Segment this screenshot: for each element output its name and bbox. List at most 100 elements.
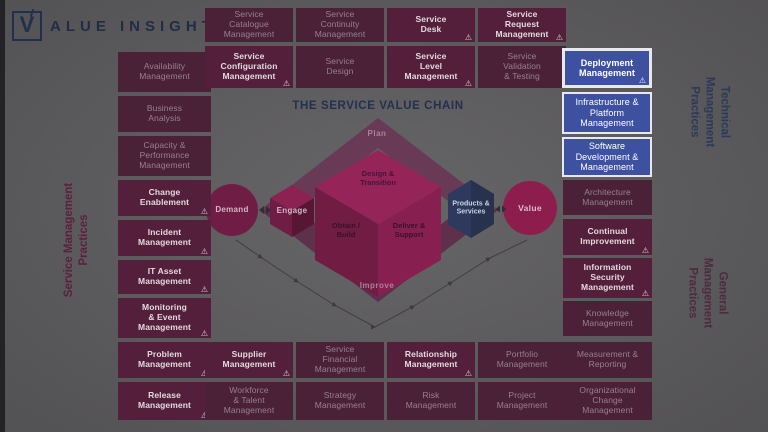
warning-icon: ⚠ (201, 370, 208, 378)
practice-problem-management: Problem Management ⚠ (118, 342, 211, 378)
practice-label: Infrastructure & Platform Management (575, 97, 639, 129)
demand-engage-arrows (259, 206, 271, 214)
practice-label: Knowledge Management (582, 307, 633, 328)
practice-label: Service Desk (415, 14, 447, 34)
products-services-label: Products & Services (452, 200, 490, 216)
practice-business-analysis: Business Analysis (118, 96, 211, 132)
practice-label: Architecture Management (582, 186, 633, 207)
warning-icon: ⚠ (282, 79, 290, 88)
label-technical-management-practices: Technical Management Practices (688, 76, 731, 148)
practice-label: Service Validation & Testing (503, 51, 541, 81)
practice-label: Problem Management (138, 349, 191, 369)
practice-service-design: Service Design (296, 46, 384, 88)
practice-measurement-reporting: Measurement & Reporting (563, 342, 652, 378)
practice-capacity-performance-management: Capacity & Performance Management (118, 136, 211, 176)
label-general-management-practices: General Management Practices (686, 257, 729, 329)
practice-architecture-management: Architecture Management (563, 180, 652, 215)
logo-text: ALUE INSIGHTS (50, 17, 231, 35)
improve-label: Improve (359, 281, 395, 291)
demand-label: Demand (215, 205, 249, 215)
practice-label: Availability Management (139, 61, 190, 81)
practice-label: Workforce & Talent Management (223, 385, 275, 415)
practice-service-catalogue-management: Service Catalogue Management (205, 8, 293, 42)
warning-icon: ⚠ (200, 207, 208, 216)
practice-workforce-talent-management: Workforce & Talent Management (205, 382, 293, 420)
deliver-support-label: Deliver & Support (392, 221, 426, 239)
practice-risk-management: Risk Management (387, 382, 475, 420)
practice-label: Risk Management (405, 390, 457, 410)
practice-label: Business Analysis (146, 103, 183, 123)
practice-continual-improvement: Continual Improvement ⚠ (563, 219, 652, 255)
practice-label: Service Request Management (495, 9, 549, 39)
practice-label: Software Development & Management (575, 141, 639, 173)
practice-label: Supplier Management (222, 349, 276, 369)
practice-label: Release Management (138, 390, 191, 410)
design-transition-label: Design & Transition (360, 169, 396, 187)
practice-supplier-management: Supplier Management ⚠ (205, 342, 293, 378)
warning-icon: ⚠ (200, 329, 208, 338)
practice-label: Service Catalogue Management (223, 9, 275, 39)
practice-organizational-change-management: Organizational Change Management (563, 382, 652, 420)
practice-release-management: Release Management ⚠ (118, 382, 211, 420)
practice-label: Service Design (325, 56, 355, 76)
warning-icon: ⚠ (641, 246, 649, 255)
practice-service-financial-management: Service Financial Management (296, 342, 384, 378)
practice-label: Capacity & Performance Management (139, 140, 190, 170)
practice-label: Project Management (496, 390, 548, 410)
practice-information-security-management: Information Security Management⚠ (563, 258, 652, 298)
practice-label: Change Enablement (139, 187, 190, 207)
practice-relationship-management: Relationship Management ⚠ (387, 342, 475, 378)
practice-service-level-management: Service Level Management ⚠ (387, 46, 475, 88)
practice-infrastructure-platform-management: Infrastructure & Platform Management (562, 92, 652, 134)
practice-incident-management: Incident Management ⚠ (118, 220, 211, 256)
practice-service-validation-testing: Service Validation & Testing (478, 46, 566, 88)
warning-icon: ⚠ (555, 33, 563, 42)
logo-v: V (19, 12, 35, 37)
warning-icon: ⚠ (201, 412, 208, 420)
practice-label: Service Configuration Management (220, 51, 278, 81)
practice-label: Deployment Management (578, 57, 635, 78)
obtain-build-label: Obtain / Build (332, 221, 360, 239)
left-edge-strip (0, 0, 5, 432)
practice-service-request-management: Service Request Management ⚠ (478, 8, 566, 42)
practice-label: Incident Management (138, 227, 191, 247)
practice-knowledge-management: Knowledge Management (563, 301, 652, 336)
logo-v-box: V (12, 8, 42, 41)
practice-deployment-management: Deployment Management⚠ (562, 48, 652, 88)
warning-icon: ⚠ (641, 289, 649, 298)
engage-label: Engage (276, 206, 308, 216)
label-service-management-practices: Service Management Practices (63, 182, 90, 298)
products-value-arrows (495, 205, 507, 213)
practice-label: Strategy Management (314, 390, 366, 410)
practice-label: Relationship Management (404, 349, 458, 369)
practice-monitoring-event-management: Monitoring & Event Management ⚠ (118, 298, 211, 338)
practice-label: Portfolio Management (496, 349, 548, 369)
warning-icon: ⚠ (200, 247, 208, 256)
value-label: Value (518, 202, 542, 213)
practice-software-development-management: Software Development & Management (562, 137, 652, 177)
warning-icon: ⚠ (464, 369, 472, 378)
practice-project-management: Project Management (478, 382, 566, 420)
practice-service-desk: Service Desk ⚠ (387, 8, 475, 42)
practice-label: Organizational Change Management (579, 385, 636, 415)
practice-portfolio-management: Portfolio Management (478, 342, 566, 378)
value-insights-logo: V ALUE INSIGHTS (12, 8, 231, 41)
practice-label: Monitoring & Event Management (138, 302, 191, 332)
practice-service-configuration-management: Service Configuration Management ⚠ (205, 46, 293, 88)
practice-label: Service Level Management (404, 51, 458, 81)
practice-label: Measurement & Reporting (576, 349, 639, 369)
practice-it-asset-management: IT Asset Management ⚠ (118, 260, 211, 294)
warning-icon: ⚠ (464, 79, 472, 88)
practice-label: Continual Improvement (580, 226, 635, 246)
warning-icon: ⚠ (464, 33, 472, 42)
practice-service-continuity-management: Service Continuity Management (296, 8, 384, 42)
practice-label: Service Financial Management (314, 344, 366, 374)
practice-availability-management: Availability Management (118, 52, 211, 92)
practice-strategy-management: Strategy Management (296, 382, 384, 420)
plan-label: Plan (367, 129, 387, 139)
practice-change-enablement: Change Enablement ⚠ (118, 180, 211, 216)
warning-icon: ⚠ (282, 369, 290, 378)
warning-icon: ⚠ (200, 285, 208, 294)
practice-label: IT Asset Management (138, 266, 191, 286)
